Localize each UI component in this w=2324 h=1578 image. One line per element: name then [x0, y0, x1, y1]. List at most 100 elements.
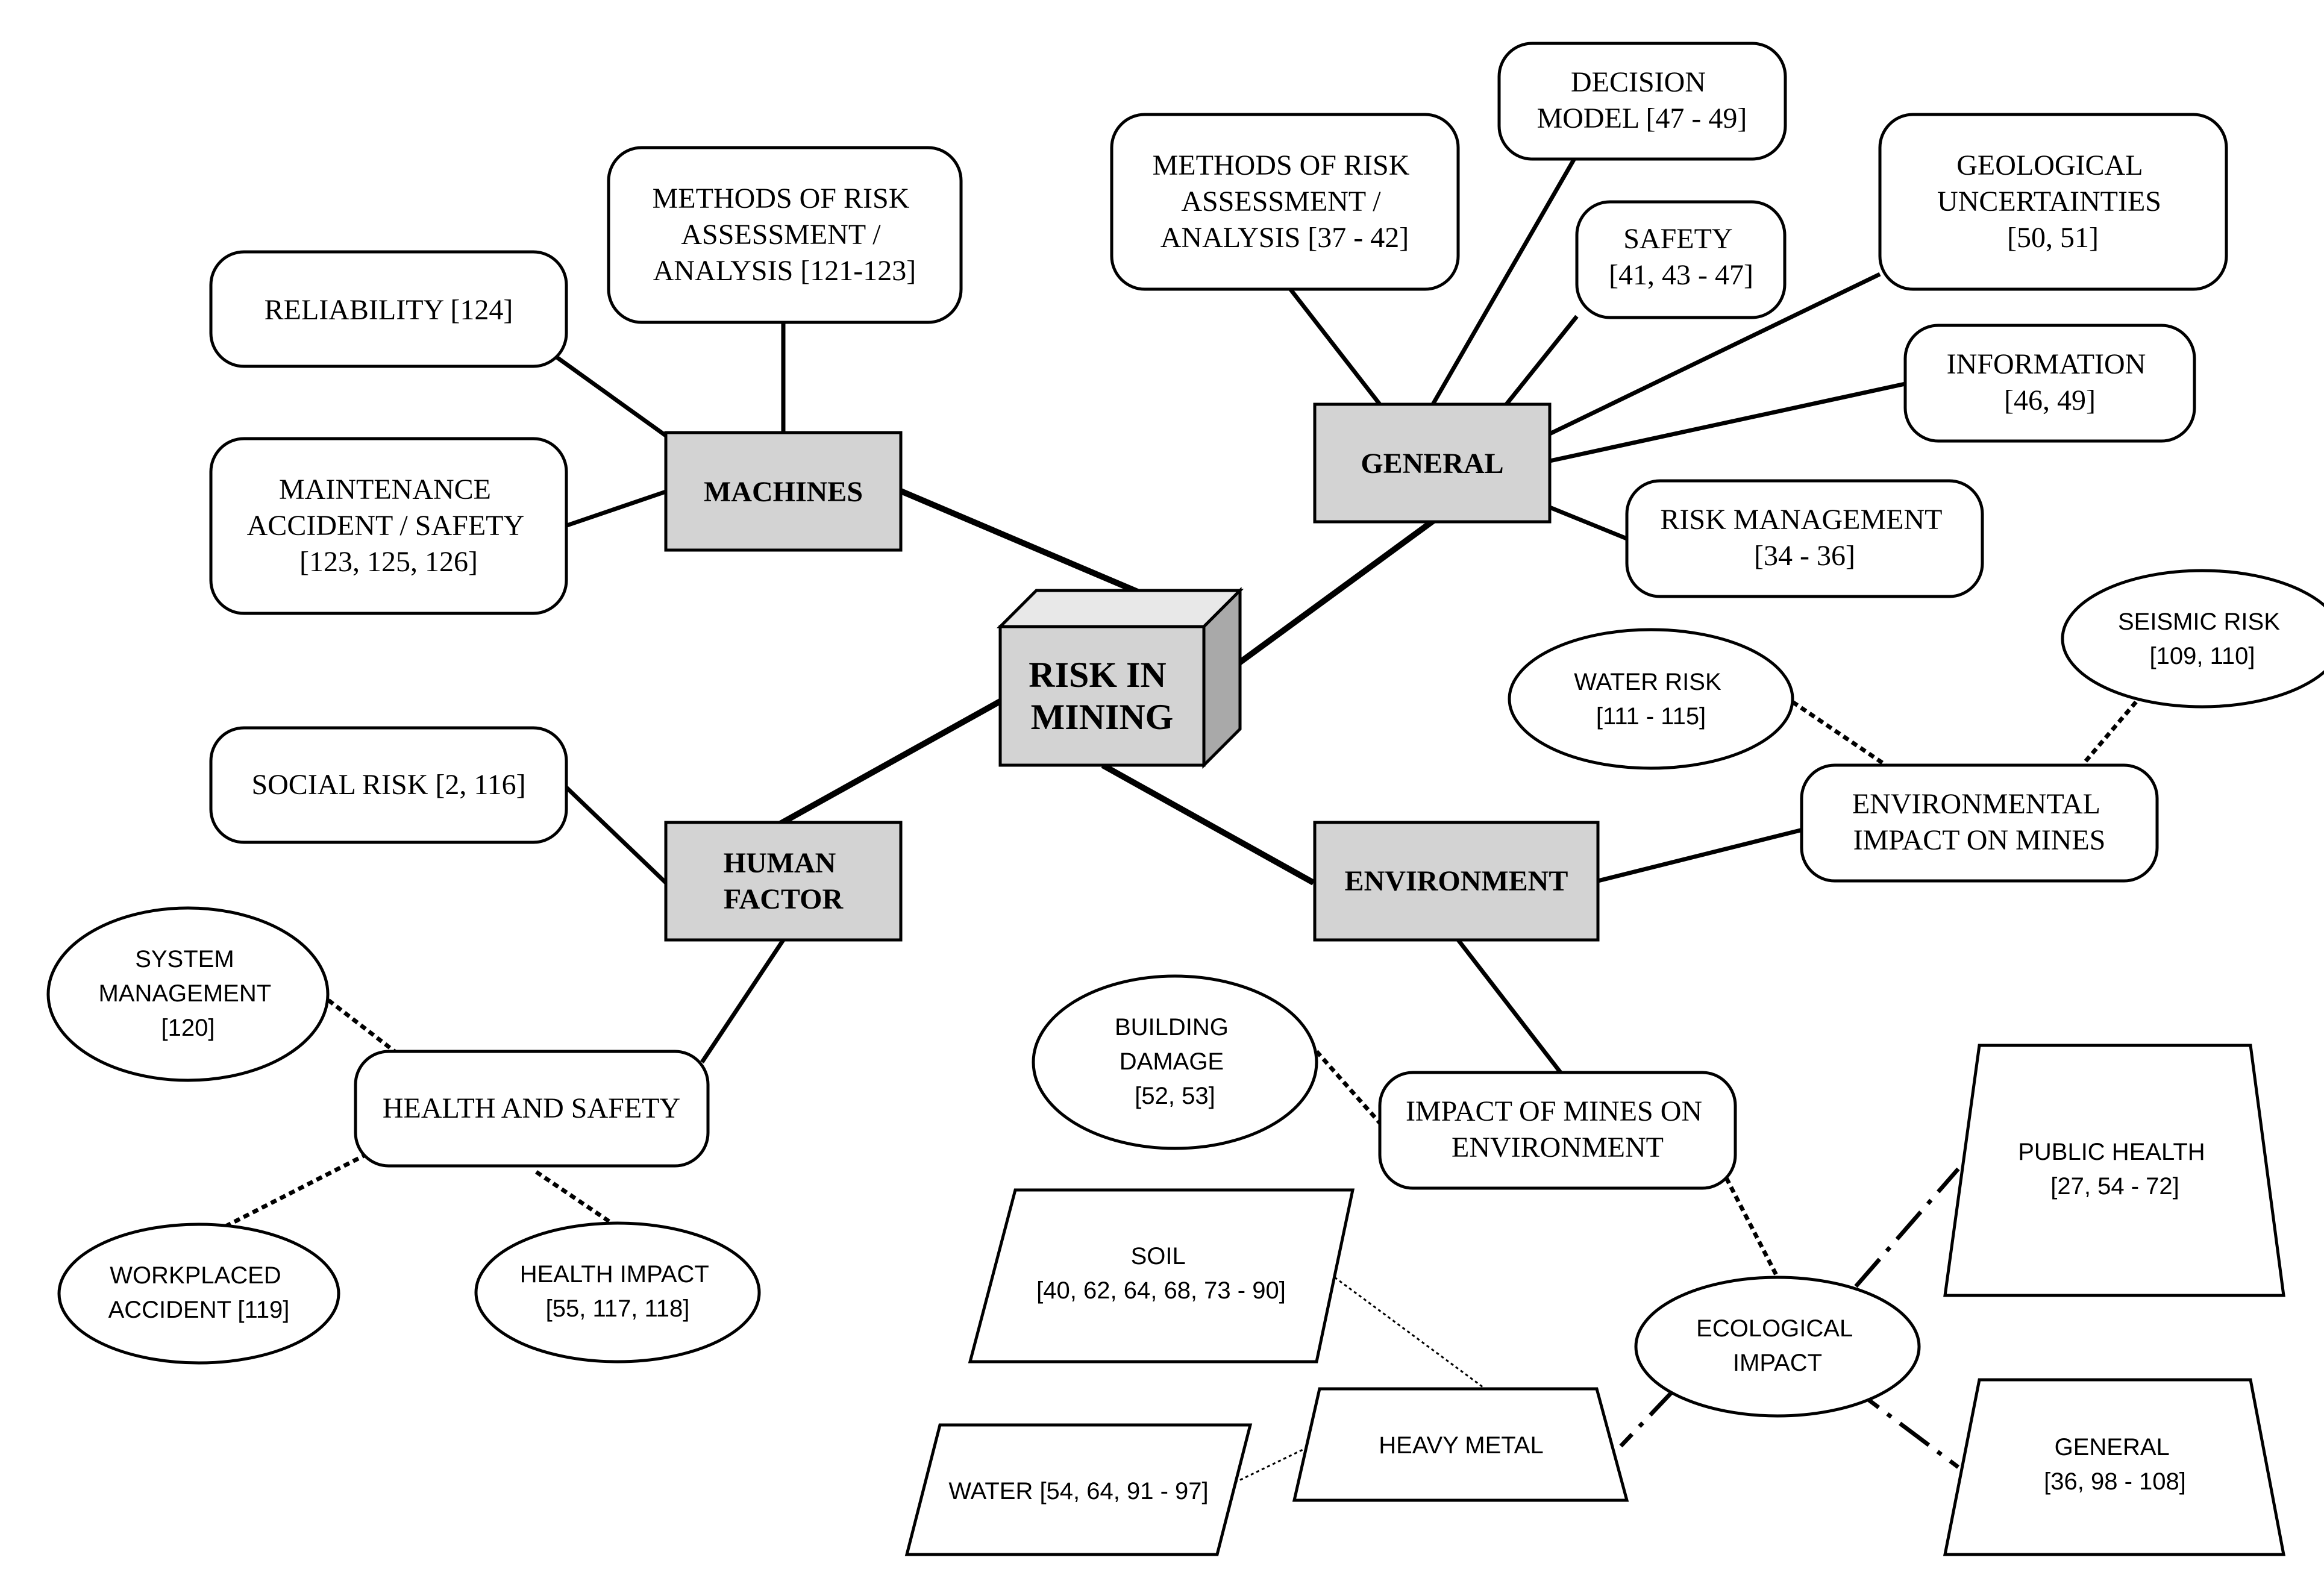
category-environment: ENVIRONMENT [1313, 821, 1600, 942]
edge-machines-reliability [553, 354, 668, 437]
edge-heavymetal-soil [1334, 1276, 1486, 1390]
node-building-damage-label: BUILDING DAMAGE [52, 53] [1115, 1014, 1235, 1109]
edge-center-general [1233, 516, 1437, 669]
node-soil: SOIL [40, 62, 64, 68, 73 - 90] [968, 1188, 1355, 1364]
node-risk-management-box [1625, 479, 1984, 598]
node-impact-mines-env-label: IMPACT OF MINES ON ENVIRONMENT [1406, 1095, 1709, 1163]
node-general-ecological-label: GENERAL [36, 98 - 108] [2044, 1434, 2186, 1495]
node-geological-label: GEOLOGICAL UNCERTAINTIES [50, 51] [1937, 149, 2169, 254]
category-environment-label: ENVIRONMENT [1345, 865, 1568, 897]
node-seismic-risk-ellipse [2061, 569, 2324, 709]
node-public-health-shape [1943, 1044, 2285, 1297]
edge-heavymetal-water [1229, 1442, 1317, 1486]
node-geological-box [1878, 113, 2228, 291]
node-health-impact-ellipse [474, 1221, 761, 1364]
edge-health-system [327, 998, 396, 1053]
node-general-ecological-shape [1943, 1378, 2286, 1556]
category-machines-label: MACHINES [704, 476, 863, 508]
node-reliability-label: RELIABILITY [124] [265, 294, 513, 326]
node-env-impact-on-mines-box [1800, 763, 2159, 883]
node-env-impact-on-mines: ENVIRONMENTAL IMPACT ON MINES [1800, 763, 2159, 883]
node-building-damage: BUILDING DAMAGE [52, 53] [1032, 974, 1318, 1150]
category-general: GENERAL [1313, 402, 1552, 524]
node-health-safety-label: HEALTH AND SAFETY [383, 1092, 680, 1124]
node-seismic-risk-label: SEISMIC RISK [109, 110] [2118, 609, 2287, 669]
node-safety-box [1575, 200, 1787, 319]
node-water-shape [904, 1423, 1253, 1556]
node-workplace-accident-label: WORKPLACED ACCIDENT [119] [108, 1262, 290, 1323]
edge-general-geological [1549, 272, 1881, 436]
node-machines-methods: METHODS OF RISK ASSESSMENT / ANALYSIS [1… [607, 146, 963, 324]
node-safety-label: SAFETY [41, 43 - 47] [1609, 223, 1753, 291]
node-heavy-metal-label: HEAVY METAL [1379, 1432, 1543, 1459]
edge-general-methods [1288, 286, 1382, 406]
edge-ecological-publichealth [1854, 1167, 1960, 1288]
node-decision-model-box [1497, 42, 1787, 161]
edge-impactmines-building [1315, 1050, 1388, 1132]
node-health-safety-box [354, 1050, 710, 1168]
node-building-damage-ellipse [1032, 974, 1318, 1150]
node-risk-management: RISK MANAGEMENT [34 - 36] [1625, 479, 1984, 598]
node-workplace-accident: WORKPLACED ACCIDENT [119] [57, 1223, 340, 1365]
node-information-label: INFORMATION [46, 49] [1947, 348, 2153, 416]
node-impact-mines-on-environment: IMPACT OF MINES ON ENVIRONMENT [1378, 1071, 1737, 1190]
edge-machines-maintenance [564, 489, 667, 528]
connectors [219, 158, 2138, 1486]
node-general-methods-box [1110, 113, 1460, 291]
category-general-box [1313, 402, 1552, 524]
node-system-management-label: SYSTEM MANAGEMENT [120] [98, 946, 277, 1041]
node-impact-mines-env-box [1378, 1071, 1737, 1190]
edge-general-decision [1430, 158, 1576, 405]
node-soil-shape [968, 1188, 1355, 1364]
node-maintenance-box [209, 437, 568, 615]
edge-general-safety [1505, 315, 1579, 406]
node-ecological-impact-ellipse [1634, 1276, 1921, 1418]
node-machines-methods-label: METHODS OF RISK ASSESSMENT / ANALYSIS [1… [653, 183, 917, 287]
node-health-safety: HEALTH AND SAFETY [354, 1050, 710, 1168]
edge-human-health [700, 939, 785, 1063]
node-geological: GEOLOGICAL UNCERTAINTIES [50, 51] [1878, 113, 2228, 291]
node-water: WATER [54, 64, 91 - 97] [904, 1423, 1253, 1556]
node-information: INFORMATION [46, 49] [1903, 324, 2196, 443]
edge-health-workplace [219, 1151, 369, 1232]
category-human-label: HUMAN FACTOR [724, 847, 844, 915]
edge-env-impactonmines [1597, 826, 1808, 883]
node-public-health-label: PUBLIC HEALTH [27, 54 - 72] [2018, 1139, 2212, 1200]
edge-env-impactmines [1456, 938, 1562, 1074]
category-machines: MACHINES [664, 431, 903, 552]
cube-top-face [996, 589, 1244, 628]
edge-health-impact [535, 1170, 622, 1231]
edge-general-information [1549, 381, 1906, 463]
node-general-methods-label: METHODS OF RISK ASSESSMENT / ANALYSIS [3… [1153, 149, 1417, 254]
node-decision-model: DECISION MODEL [47 - 49] [1497, 42, 1787, 161]
node-general-methods: METHODS OF RISK ASSESSMENT / ANALYSIS [3… [1110, 113, 1460, 291]
edge-envimpact-water [1791, 700, 1887, 767]
center-label: RISK IN MINING [1029, 655, 1175, 737]
node-information-box [1903, 324, 2196, 443]
node-env-impact-on-mines-label: ENVIRONMENTAL IMPACT ON MINES [1852, 788, 2106, 856]
category-machines-box [664, 431, 903, 552]
edge-center-human [778, 696, 1006, 827]
node-health-impact: HEALTH IMPACT [55, 117, 118] [474, 1221, 761, 1364]
cube-front-face [998, 625, 1206, 767]
node-ecological-impact-label: ECOLOGICAL IMPACT [1696, 1315, 1859, 1376]
node-water-label: WATER [54, 64, 91 - 97] [948, 1478, 1208, 1504]
category-general-label: GENERAL [1361, 448, 1503, 480]
node-general-ecological: GENERAL [36, 98 - 108] [1943, 1378, 2286, 1556]
edge-impactmines-ecological [1724, 1177, 1780, 1279]
node-risk-management-label: RISK MANAGEMENT [34 - 36] [1660, 504, 1949, 572]
node-water-risk-ellipse [1508, 628, 1794, 770]
node-social-risk: SOCIAL RISK [2, 116] [209, 726, 568, 844]
node-machines-methods-box [607, 146, 963, 324]
node-health-impact-label: HEALTH IMPACT [55, 117, 118] [520, 1261, 716, 1322]
node-workplace-accident-ellipse [57, 1223, 340, 1365]
node-decision-model-label: DECISION MODEL [47 - 49] [1537, 66, 1747, 134]
category-human-box [664, 821, 903, 942]
node-heavy-metal-shape [1292, 1387, 1629, 1502]
node-heavy-metal: HEAVY METAL [1292, 1387, 1629, 1502]
edge-ecological-heavymetal [1619, 1387, 1677, 1448]
node-soil-label: SOIL [40, 62, 64, 68, 73 - 90] [1036, 1243, 1286, 1304]
node-social-risk-label: SOCIAL RISK [2, 116] [251, 769, 525, 801]
node-public-health: PUBLIC HEALTH [27, 54 - 72] [1943, 1044, 2285, 1297]
